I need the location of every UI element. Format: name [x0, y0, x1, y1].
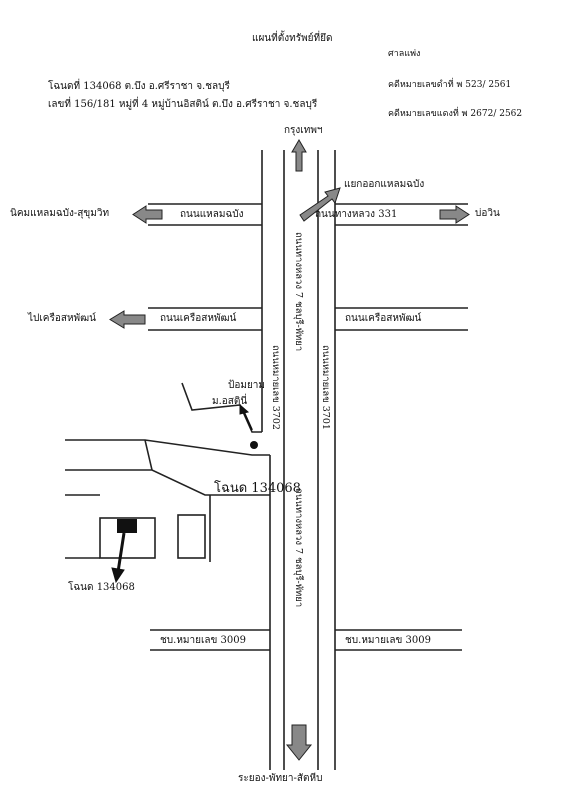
saha-road-right-label: ถนนเครือสหพัฒน์ — [345, 313, 422, 324]
hwy7-upper-label: ถนนทางหลวง 7 ชลบุรี-พัทยา — [293, 232, 304, 352]
saha-arrow-icon — [109, 310, 146, 329]
laem-chabang-road-label: ถนนแหลมฉบัง — [180, 209, 244, 220]
hwy7-lower-label: ถนนทางหลวง 7 ชลบุรี-พัทยา — [293, 488, 304, 608]
guard-post-pointer-icon — [239, 403, 250, 415]
black-case-number: คดีหมายเลขดำที่ พ 523/ 2561 — [388, 80, 512, 90]
village-block-outline — [65, 469, 270, 496]
house-plot-1 — [99, 517, 156, 559]
saha-destination: ไปเครือสหพัฒน์ — [28, 313, 97, 324]
guard-post-dot — [250, 441, 258, 449]
north-destination: กรุงเทพฯ — [284, 125, 323, 136]
south-destination: ระยอง-พัทยา-สัตหีบ — [238, 773, 323, 784]
guard-post-label: ป้อมยาม — [228, 380, 266, 391]
address-line: เลขที่ 156/181 หมู่ที่ 4 หมู่บ้านอิสติน์… — [48, 99, 318, 110]
south-arrow-icon — [285, 724, 313, 761]
north-arrow-icon — [291, 139, 307, 172]
deed-label-main: โฉนด 134068 — [214, 481, 301, 496]
port-exit-label: แยกออกแหลมฉบัง — [344, 179, 425, 190]
map-title: แผนที่ตั้งทรัพย์ที่ยึด — [252, 33, 333, 44]
road3009-left-label: ชบ.หมายเลข 3009 — [160, 635, 246, 646]
port-exit-arrow-icon — [299, 187, 341, 222]
east-arrow-icon — [439, 205, 470, 224]
road3701-label: ถนนหมายเลข 3701 — [320, 345, 331, 430]
deed-line: โฉนดที่ 134068 ต.บึง อ.ศรีราชา จ.ชลบุรี — [48, 81, 230, 92]
hwy331-label: ถนนทางหลวง 331 — [315, 209, 398, 220]
saha-road-left-label: ถนนเครือสหพัฒน์ — [160, 313, 237, 324]
deed-pointer-icon — [111, 567, 125, 584]
red-case-number: คดีหมายเลขแดงที่ พ 2672/ 2562 — [388, 109, 523, 119]
village-label: ม.อสตินี่ — [212, 396, 248, 407]
court-name: ศาลแพ่ง — [388, 49, 421, 59]
soi-lower-edge — [65, 439, 270, 456]
road3009-right-label: ชบ.หมายเลข 3009 — [345, 635, 431, 646]
house-plot-2 — [177, 514, 206, 559]
east-destination: บ่อวิน — [475, 208, 500, 219]
soi-branch — [144, 439, 153, 471]
road3702-label: ถนนหมายเลข 3702 — [270, 345, 281, 430]
west-arrow-icon — [132, 205, 163, 224]
deed-pointer — [116, 532, 126, 573]
deed-label-pointer: โฉนด 134068 — [68, 582, 135, 593]
west-destination: นิคมแหลมฉบัง-สุขุมวิท — [10, 208, 110, 219]
subject-property — [117, 519, 137, 533]
